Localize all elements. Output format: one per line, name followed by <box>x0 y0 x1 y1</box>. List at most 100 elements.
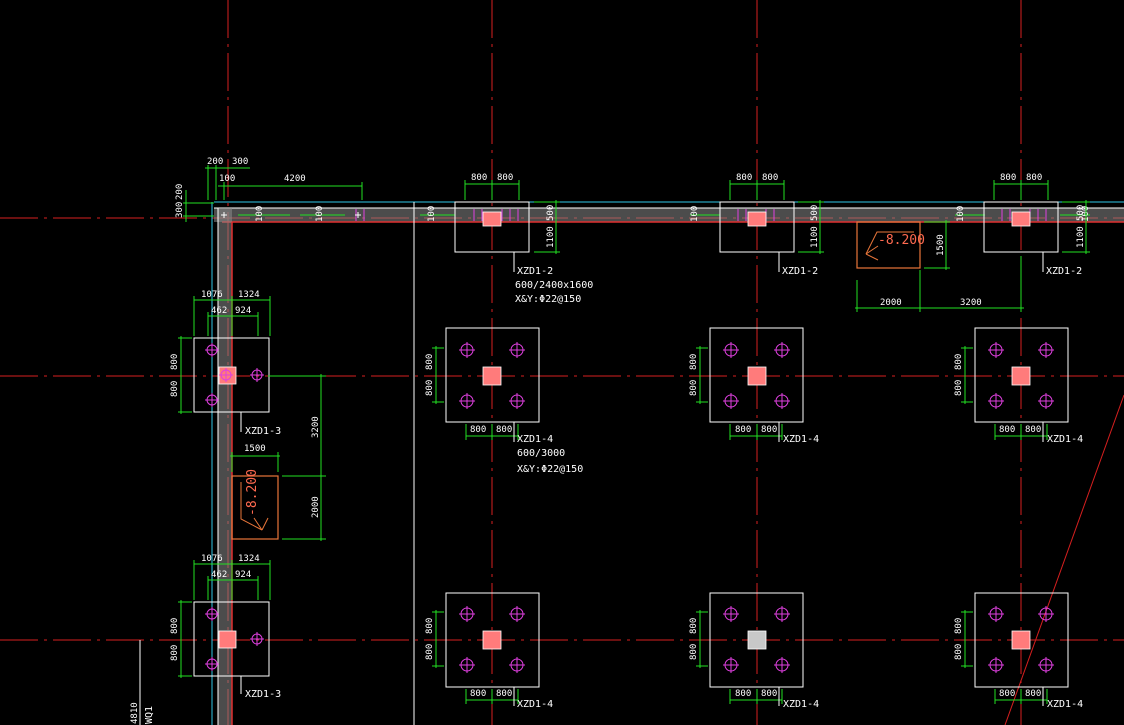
top-footing-2-h2: 1100 <box>810 226 820 248</box>
middle-footing-2-label: XZD1-4 <box>783 434 819 445</box>
bottom-footing-1-w2: 800 <box>496 689 512 699</box>
bottom-footing-1-w1: 800 <box>470 689 486 699</box>
left-footing-2-h2: 800 <box>170 645 180 661</box>
wall-dim-5: 100 <box>956 206 966 222</box>
left-footing-1-label: XZD1-3 <box>245 426 281 437</box>
middle-footing-1-h1: 800 <box>425 354 435 370</box>
dim-300-top: 300 <box>232 157 248 167</box>
left-footing-2-d1: 1076 <box>201 554 223 564</box>
top-pit-w2: 3200 <box>960 298 982 308</box>
top-footing-1-label: XZD1-2 <box>517 266 553 277</box>
left-footing-1[interactable]: 1076 1324 462 924 800 800 XZD1-3 <box>170 290 281 437</box>
bottom-left-dim: 4810 <box>130 702 140 724</box>
bottom-footing-2-w1: 800 <box>735 689 751 699</box>
dim-200-top: 200 <box>207 157 223 167</box>
bottom-footing-2[interactable]: 800 800 800 800 XZD1-4 <box>689 592 819 710</box>
corner-marker <box>221 212 361 218</box>
bottom-footing-2-w2: 800 <box>761 689 777 699</box>
left-wall <box>218 208 232 725</box>
left-footing-2[interactable]: 1076 1324 462 924 800 800 XZD1-3 <box>170 554 281 700</box>
left-pit-3200: 3200 <box>311 416 321 438</box>
top-footing-1-w1: 800 <box>471 173 487 183</box>
top-footing-2-h1: 500 <box>810 205 820 221</box>
bottom-footing-3-w1: 800 <box>999 689 1015 699</box>
top-wall <box>214 208 1124 222</box>
top-footing-3-w1: 800 <box>1000 173 1016 183</box>
top-footing-2[interactable]: 800 800 500 1100 XZD1-2 <box>719 173 824 277</box>
walls <box>211 201 1124 725</box>
left-footing-1-d4: 924 <box>235 306 251 316</box>
top-footing-1[interactable]: 800 800 500 1100 XZD1-2 600/2400x1600 X&… <box>454 173 593 305</box>
left-footing-2-label: XZD1-3 <box>245 689 281 700</box>
top-footing-1-spec1: 600/2400x1600 <box>515 280 593 291</box>
top-pit[interactable]: -8.200 1500 2000 3200 <box>855 220 1024 312</box>
top-footing-1-spec2: X&Y:Φ22@150 <box>515 294 581 305</box>
middle-footing-3-h1: 800 <box>954 354 964 370</box>
bottom-footing-3-w2: 800 <box>1025 689 1041 699</box>
middle-footing-1-spec2: X&Y:Φ22@150 <box>517 464 583 475</box>
bottom-footing-3-h1: 800 <box>954 618 964 634</box>
left-footing-2-d2: 1324 <box>238 554 260 564</box>
middle-footing-1[interactable]: 800 800 800 800 XZD1-4 600/3000 X&Y:Φ22@… <box>425 327 583 475</box>
top-dimension-lines <box>183 165 363 222</box>
top-footing-2-label: XZD1-2 <box>782 266 818 277</box>
left-pit-2000: 2000 <box>311 496 321 518</box>
diagonal-line <box>1004 394 1124 725</box>
top-pit-elevation: -8.200 <box>878 233 925 248</box>
bottom-footing-3-label: XZD1-4 <box>1047 699 1083 710</box>
top-footing-3-h2: 1100 <box>1076 226 1086 248</box>
middle-footing-1-spec1: 600/3000 <box>517 448 565 459</box>
middle-footing-2-h1: 800 <box>689 354 699 370</box>
top-footing-2-w2: 800 <box>762 173 778 183</box>
middle-footing-2-w2: 800 <box>761 425 777 435</box>
bottom-footing-3[interactable]: 800 800 800 800 XZD1-4 <box>954 592 1083 710</box>
top-footing-1-h2: 1100 <box>546 226 556 248</box>
left-pit[interactable]: -8.200 1500 3200 2000 <box>230 374 326 541</box>
middle-footing-3-h2: 800 <box>954 380 964 396</box>
bottom-left-annotation: 4810 WQ1 <box>130 640 155 725</box>
dim-200-left: 200 <box>175 184 185 200</box>
middle-footing-1-w2: 800 <box>496 425 512 435</box>
top-pit-w1: 2000 <box>880 298 902 308</box>
wall-dim-2: 100 <box>315 206 325 222</box>
middle-footing-1-h2: 800 <box>425 380 435 396</box>
top-footing-3-h1: 500 <box>1076 205 1086 221</box>
bottom-footing-1[interactable]: 800 800 800 800 XZD1-4 <box>425 592 553 710</box>
top-footing-3-label: XZD1-2 <box>1046 266 1082 277</box>
wall-dim-4: 100 <box>690 206 700 222</box>
top-footing-1-h1: 500 <box>546 205 556 221</box>
wall-label: WQ1 <box>144 706 155 724</box>
dim-4200: 4200 <box>284 174 306 184</box>
left-pit-width: 1500 <box>244 444 266 454</box>
middle-footing-3-label: XZD1-4 <box>1047 434 1083 445</box>
top-footing-1-w2: 800 <box>497 173 513 183</box>
wall-dim-3: 100 <box>427 206 437 222</box>
bottom-footing-2-h1: 800 <box>689 618 699 634</box>
left-pit-elevation: -8.200 <box>245 469 260 516</box>
middle-footing-2[interactable]: 800 800 800 800 XZD1-4 <box>689 327 819 445</box>
left-footing-1-h1: 800 <box>170 354 180 370</box>
left-footing-2-d4: 924 <box>235 570 251 580</box>
middle-footing-2-h2: 800 <box>689 380 699 396</box>
bottom-footing-3-h2: 800 <box>954 644 964 660</box>
left-footing-1-h2: 800 <box>170 381 180 397</box>
dim-300-left: 300 <box>175 202 185 218</box>
middle-footing-1-label: XZD1-4 <box>517 434 553 445</box>
bottom-footing-2-h2: 800 <box>689 644 699 660</box>
middle-footing-3-w1: 800 <box>999 425 1015 435</box>
top-pit-side: 1500 <box>936 234 946 256</box>
bottom-footing-2-label: XZD1-4 <box>783 699 819 710</box>
middle-footing-3[interactable]: 800 800 800 800 XZD1-4 <box>954 327 1083 445</box>
middle-footing-3-w2: 800 <box>1025 425 1041 435</box>
left-footing-1-d2: 1324 <box>238 290 260 300</box>
bottom-footing-1-h1: 800 <box>425 618 435 634</box>
top-footing-2-w1: 800 <box>736 173 752 183</box>
top-footing-3-w2: 800 <box>1026 173 1042 183</box>
left-footing-1-d3: 462 <box>211 306 227 316</box>
bottom-footing-1-h2: 800 <box>425 644 435 660</box>
top-footing-3[interactable]: 800 800 500 1100 XZD1-2 <box>983 173 1090 277</box>
left-footing-2-h1: 800 <box>170 618 180 634</box>
bottom-footing-1-label: XZD1-4 <box>517 699 553 710</box>
left-footing-2-d3: 462 <box>211 570 227 580</box>
